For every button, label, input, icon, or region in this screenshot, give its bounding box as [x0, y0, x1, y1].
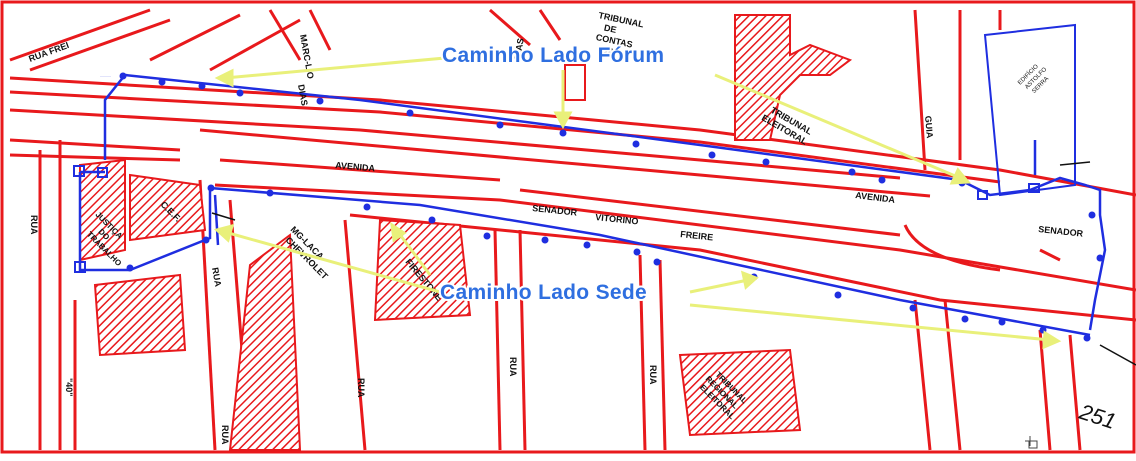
- street-avenida-west-2: [9, 153, 181, 162]
- street-vertical-6: [638, 254, 647, 451]
- label-rua-40: "40": [64, 378, 74, 397]
- street-right-curve: [903, 224, 1001, 272]
- building-justica-3: [93, 273, 187, 357]
- street-rua-frei-edge-2: [29, 18, 171, 72]
- route-nodes: [119, 72, 1104, 342]
- street-network: [9, 8, 1136, 451]
- label-avenida-left: AVENIDA: [335, 160, 376, 173]
- arrow-sede-left-head: [213, 223, 235, 243]
- callout-caminho-lado-forum: Caminho Lado Fórum: [442, 44, 664, 67]
- label-rua-bottom-2: RUA: [356, 378, 366, 398]
- label-guia: GUIA: [923, 115, 935, 139]
- arrow-forum-left-head: [214, 68, 234, 88]
- street-vertical-3: [343, 219, 367, 451]
- building-tribunal-contas: [564, 64, 586, 101]
- annotation-dots: ...........: [100, 74, 111, 78]
- arrow-sede-to-mid: [689, 278, 749, 294]
- street-senador-north-edge: [214, 183, 1136, 292]
- street-top-mid-1: [149, 13, 241, 62]
- svg-text:DA: DA: [601, 45, 616, 58]
- arrow-sede-up: [396, 231, 432, 276]
- building-firestone: [373, 218, 472, 322]
- buildings-layer: [79, 14, 853, 451]
- street-vertical-5: [518, 229, 527, 451]
- label-vitorino: VITORINO: [595, 212, 639, 226]
- building-justica-2: [129, 173, 207, 242]
- street-guia-east: [913, 9, 927, 171]
- arrow-sede-mid-head: [740, 270, 759, 290]
- street-vertical-10: [1038, 329, 1052, 451]
- arrow-forum-right-head: [949, 167, 972, 185]
- label-freire: FREIRE: [680, 229, 714, 242]
- label-rua-bottom-5: RUA: [210, 267, 223, 288]
- street-vertical-11: [1068, 334, 1082, 451]
- street-vertical-9: [943, 299, 962, 451]
- street-top-mid-2: [209, 18, 301, 72]
- route-sede-vertical: [213, 194, 220, 246]
- label-senador-right: SENADOR: [1038, 224, 1084, 239]
- label-rua-bottom-4: RUA: [648, 365, 658, 385]
- street-right-stub: [1039, 248, 1061, 262]
- street-avenida-north-edge-1: [9, 76, 1136, 197]
- street-marc-lio-1: [268, 9, 302, 61]
- building-edificio-astolfo-serra: [983, 23, 1076, 197]
- callout-arrows: [213, 56, 1062, 350]
- junction-boxes: [73, 165, 1040, 273]
- street-avenida-median-1: [9, 108, 901, 180]
- street-vertical-8: [913, 299, 932, 451]
- arrow-sede-to-left: [224, 230, 441, 294]
- arrow-forum-down-head: [553, 111, 573, 130]
- label-rua-bottom-3: RUA: [508, 357, 518, 377]
- svg-text:DE: DE: [603, 23, 617, 35]
- street-senador-mid: [519, 188, 901, 237]
- street-avenida-median-2: [199, 128, 931, 198]
- street-marc-lio-2: [308, 9, 332, 51]
- crosshair-square-icon: [1025, 436, 1038, 449]
- street-rua-frei-edge-1: [9, 8, 151, 62]
- label-rua-bottom-1: RUA: [220, 425, 230, 445]
- street-dias-right-1: [489, 8, 531, 47]
- arrow-sede-up-head: [390, 221, 407, 243]
- arrow-forum-to-right: [714, 73, 961, 180]
- street-senador-south-edge: [349, 213, 1136, 322]
- lead-lines: [211, 161, 1136, 366]
- callout-caminho-lado-sede: Caminho Lado Sede: [440, 281, 647, 304]
- label-rua-left: RUA: [29, 215, 39, 235]
- cable-annotations: ...........: [100, 74, 111, 78]
- arrow-sede-right-head: [1042, 330, 1062, 350]
- street-vertical-4: [493, 229, 502, 451]
- street-vertical-7: [658, 259, 667, 451]
- street-avenida-north-edge-2: [9, 90, 1001, 184]
- street-avenida-west-1: [9, 138, 181, 152]
- label-avenida-right: AVENIDA: [855, 190, 896, 205]
- street-avenida-centre-1: [219, 158, 501, 182]
- building-tribunal-regional: [678, 348, 802, 437]
- arrow-forum-to-left: [224, 56, 446, 80]
- label-senador-mid: SENADOR: [532, 203, 578, 218]
- street-dias-right-2: [538, 9, 562, 41]
- label-dias: DIAS: [296, 84, 310, 107]
- label-dias-right: DIAS: [512, 37, 526, 60]
- arrow-sede-to-right: [689, 303, 1051, 342]
- building-tribunal-eleitoral-main: [734, 14, 853, 141]
